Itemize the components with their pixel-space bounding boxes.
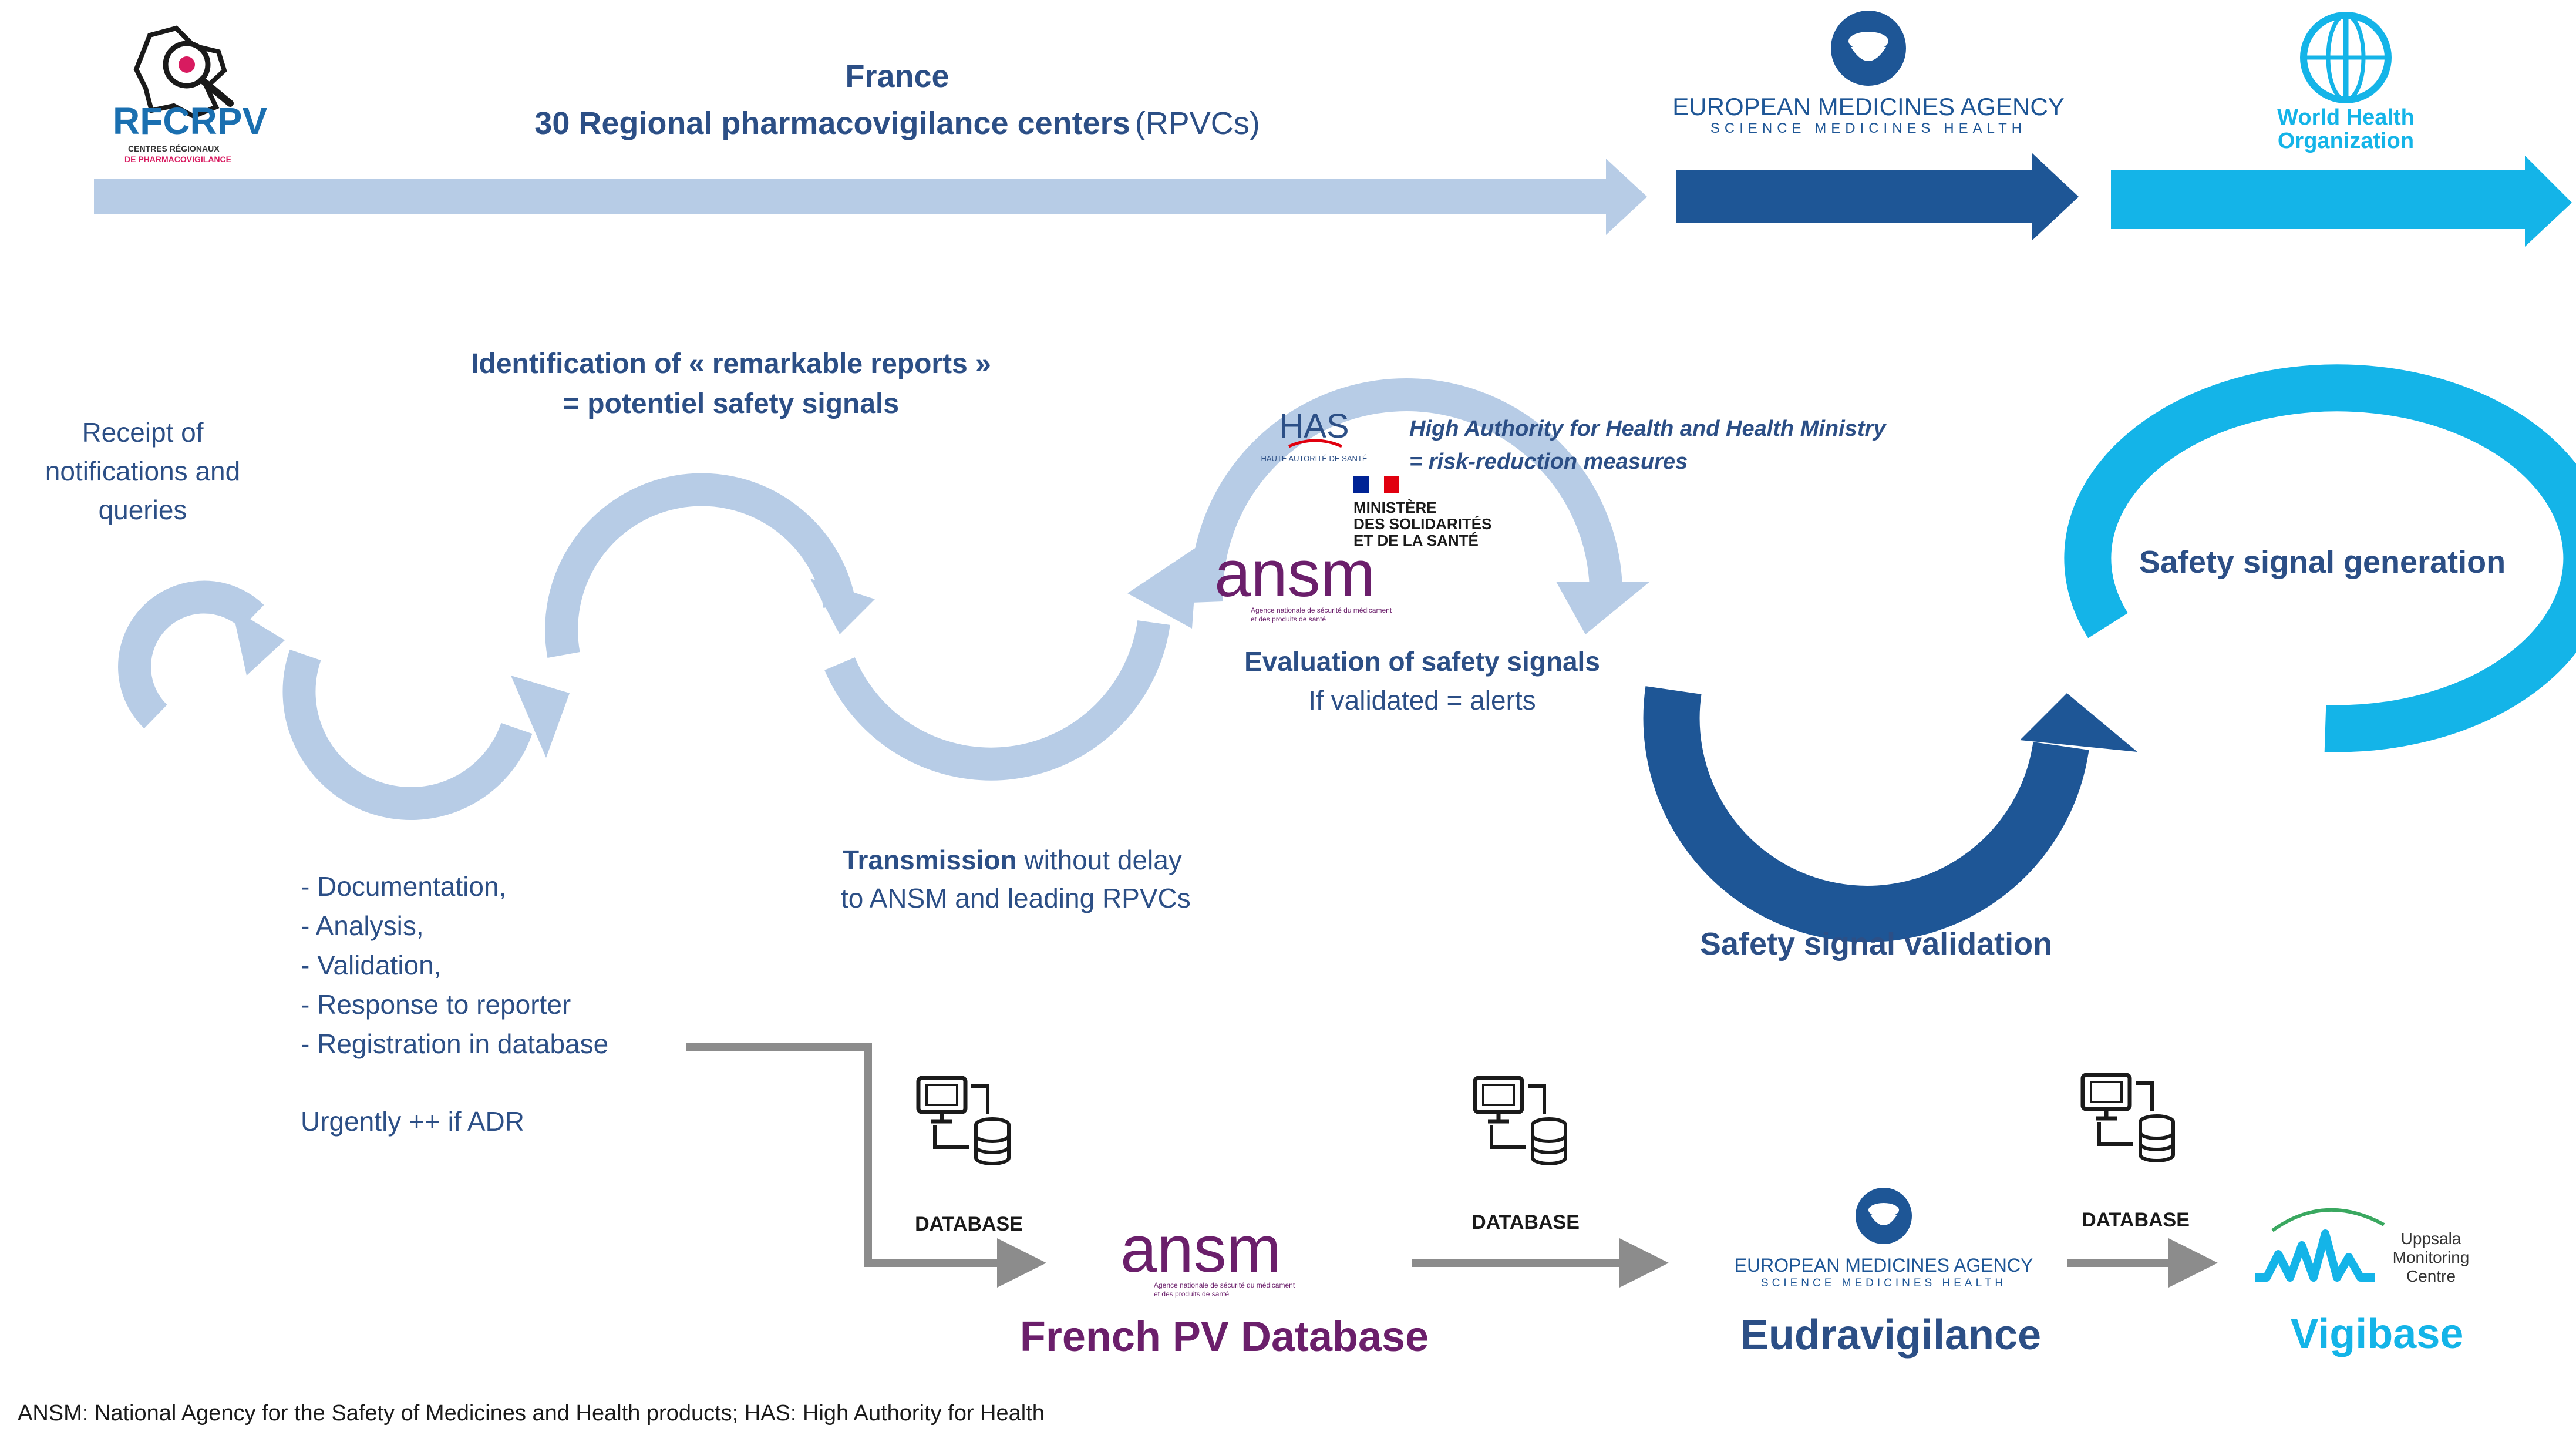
signal-generation-label: Safety signal generation [2139,545,2506,580]
svg-text:DE PHARMACOVIGILANCE: DE PHARMACOVIGILANCE [124,154,231,164]
regional-centers-title: 30 Regional pharmacovigilance centers(RP… [534,106,1260,141]
svg-text:Agence nationale de sécurité d: Agence nationale de sécurité du médicame… [1154,1281,1295,1289]
svg-text:queries: queries [99,495,187,525]
database-icon-3 [2083,1075,2173,1161]
receipt-label: Receipt of notifications and queries [45,417,240,525]
svg-text:Centre: Centre [2406,1267,2456,1285]
svg-text:World Health: World Health [2277,105,2415,130]
process-arrowheads [232,546,1650,758]
umc-wave-icon [2255,1229,2375,1282]
svg-text:Transmission without delay: Transmission without delay [843,845,1182,875]
svg-text:Receipt of: Receipt of [82,417,203,448]
svg-text:ansm: ansm [1120,1212,1281,1286]
svg-text:- Documentation,: - Documentation, [301,871,506,902]
signal-validation-label: Safety signal validation [1700,926,2052,962]
footnote: ANSM: National Agency for the Safety of … [18,1401,1045,1426]
evaluation-label: Evaluation of safety signals [1244,646,1600,677]
database-icon-1 [918,1078,1009,1164]
svg-text:DES SOLIDARITÉS: DES SOLIDARITÉS [1353,515,1491,533]
svg-text:MINISTÈRE: MINISTÈRE [1353,499,1437,516]
svg-text:- Registration in database: - Registration in database [301,1029,608,1059]
process-curves [118,378,1622,821]
urgent-label: Urgently ++ if ADR [301,1106,524,1137]
svg-text:ansm: ansm [1214,537,1375,610]
svg-text:High Authority for Health and: High Authority for Health and Health Min… [1409,416,1887,441]
svg-text:= risk-reduction measures: = risk-reduction measures [1409,449,1688,474]
svg-text:et des produits de santé: et des produits de santé [1154,1290,1229,1298]
svg-text:- Response to reporter: - Response to reporter [301,989,571,1020]
transmission-label: Transmission without delay to ANSM and l… [841,845,1191,913]
svg-text:HAUTE AUTORITÉ DE SANTÉ: HAUTE AUTORITÉ DE SANTÉ [1261,454,1367,463]
svg-text:Agence nationale de sécurité d: Agence nationale de sécurité du médicame… [1251,606,1392,614]
french-pv-database-label: French PV Database [1020,1313,1429,1360]
has-logo: HAS HAUTE AUTORITÉ DE SANTÉ [1261,407,1367,463]
svg-text:EUROPEAN MEDICINES AGENCY: EUROPEAN MEDICINES AGENCY [1672,93,2064,120]
svg-text:- Validation,: - Validation, [301,950,442,980]
ema-logo: EUROPEAN MEDICINES AGENCY SCIENCE MEDICI… [1672,11,2065,136]
french-flag-icon [1353,476,1369,493]
ministry-logo: MINISTÈRE DES SOLIDARITÉS ET DE LA SANTÉ [1353,476,1491,549]
validation-arrowhead [2020,693,2137,752]
svg-text:SCIENCE MEDICINES HEALTH: SCIENCE MEDICINES HEALTH [1710,120,2026,136]
eudravigilance-label: Eudravigilance [1740,1312,2041,1359]
svg-text:notifications and: notifications and [45,456,240,486]
svg-text:EUROPEAN MEDICINES AGENCY: EUROPEAN MEDICINES AGENCY [1735,1255,2033,1276]
svg-text:Organization: Organization [2278,129,2414,153]
svg-text:Uppsala: Uppsala [2401,1229,2461,1248]
umc-logo: Uppsala Monitoring Centre [2255,1208,2470,1285]
france-title: France [845,59,949,94]
ansm-logo-bottom: ansm Agence nationale de sécurité du méd… [1120,1212,1295,1298]
svg-text:CENTRES RÉGIONAUX: CENTRES RÉGIONAUX [128,144,220,153]
europe-arrow [1676,153,2079,241]
ema-logo-bottom: EUROPEAN MEDICINES AGENCY SCIENCE MEDICI… [1735,1188,2033,1289]
ansm-logo-middle: ansm Agence nationale de sécurité du méd… [1214,537,1392,623]
world-arrow [2111,156,2572,247]
svg-text:Monitoring: Monitoring [2393,1248,2470,1266]
has-note: High Authority for Health and Health Min… [1409,416,1887,474]
rfcrpv-logo: RFCRPV CENTRES RÉGIONAUX DE PHARMACOVIGI… [113,25,267,164]
svg-text:ET DE LA SANTÉ: ET DE LA SANTÉ [1353,532,1479,549]
identification-label: Identification of « remarkable reports »… [471,348,991,419]
database-label-2: DATABASE [1471,1211,1580,1234]
tasks-list: - Documentation, - Analysis, - Validatio… [301,871,608,1137]
validation-arc [1643,686,2089,942]
database-label-3: DATABASE [2082,1209,2190,1231]
database-label-1: DATABASE [915,1213,1023,1235]
generation-arc [2064,364,2576,752]
svg-text:SCIENCE MEDICINES HEALTH: SCIENCE MEDICINES HEALTH [1761,1277,2006,1289]
svg-text:= potentiel safety signals: = potentiel safety signals [563,388,899,419]
rfcrpv-text: RFCRPV [113,100,267,142]
vigibase-label: Vigibase [2291,1310,2464,1357]
france-arrow [94,159,1647,235]
svg-text:- Analysis,: - Analysis, [301,910,424,941]
svg-text:Identification of « remarkable: Identification of « remarkable reports » [471,348,991,379]
svg-text:et des produits de santé: et des produits de santé [1251,615,1326,623]
validated-label: If validated = alerts [1308,685,1536,715]
svg-text:to ANSM and leading RPVCs: to ANSM and leading RPVCs [841,883,1191,913]
who-logo: World Health Organization [2277,12,2415,153]
svg-text:HAS: HAS [1279,407,1349,445]
database-icon-2 [1475,1078,1565,1164]
database-flow-arrows [686,1043,2218,1288]
